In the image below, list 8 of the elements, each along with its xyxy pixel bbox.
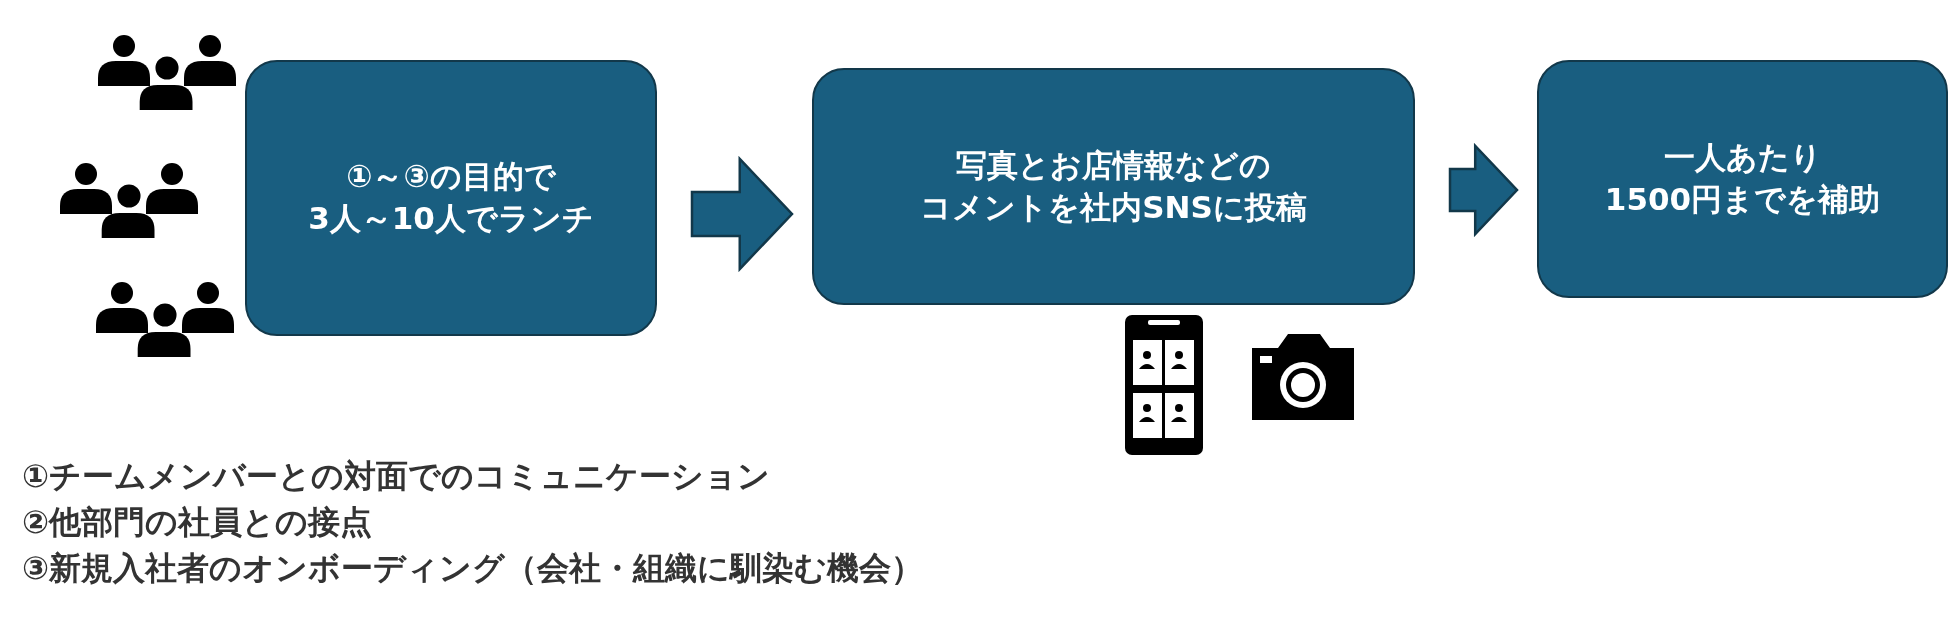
process-box: ①～③の目的で3人～10人でランチ — [245, 60, 657, 336]
process-box: 写真とお店情報などのコメントを社内SNSに投稿 — [812, 68, 1415, 305]
note-text: ①チームメンバーとの対面でのコミュニケーション — [22, 456, 771, 497]
arrow — [690, 155, 794, 273]
process-box: 一人あたり1500円までを補助 — [1537, 60, 1948, 298]
note-text: ②他部門の社員との接点 — [22, 502, 373, 543]
arrow — [1448, 142, 1519, 238]
note-text: ③新規入社者のオンボーディング（会社・組織に馴染む機会） — [22, 548, 924, 589]
